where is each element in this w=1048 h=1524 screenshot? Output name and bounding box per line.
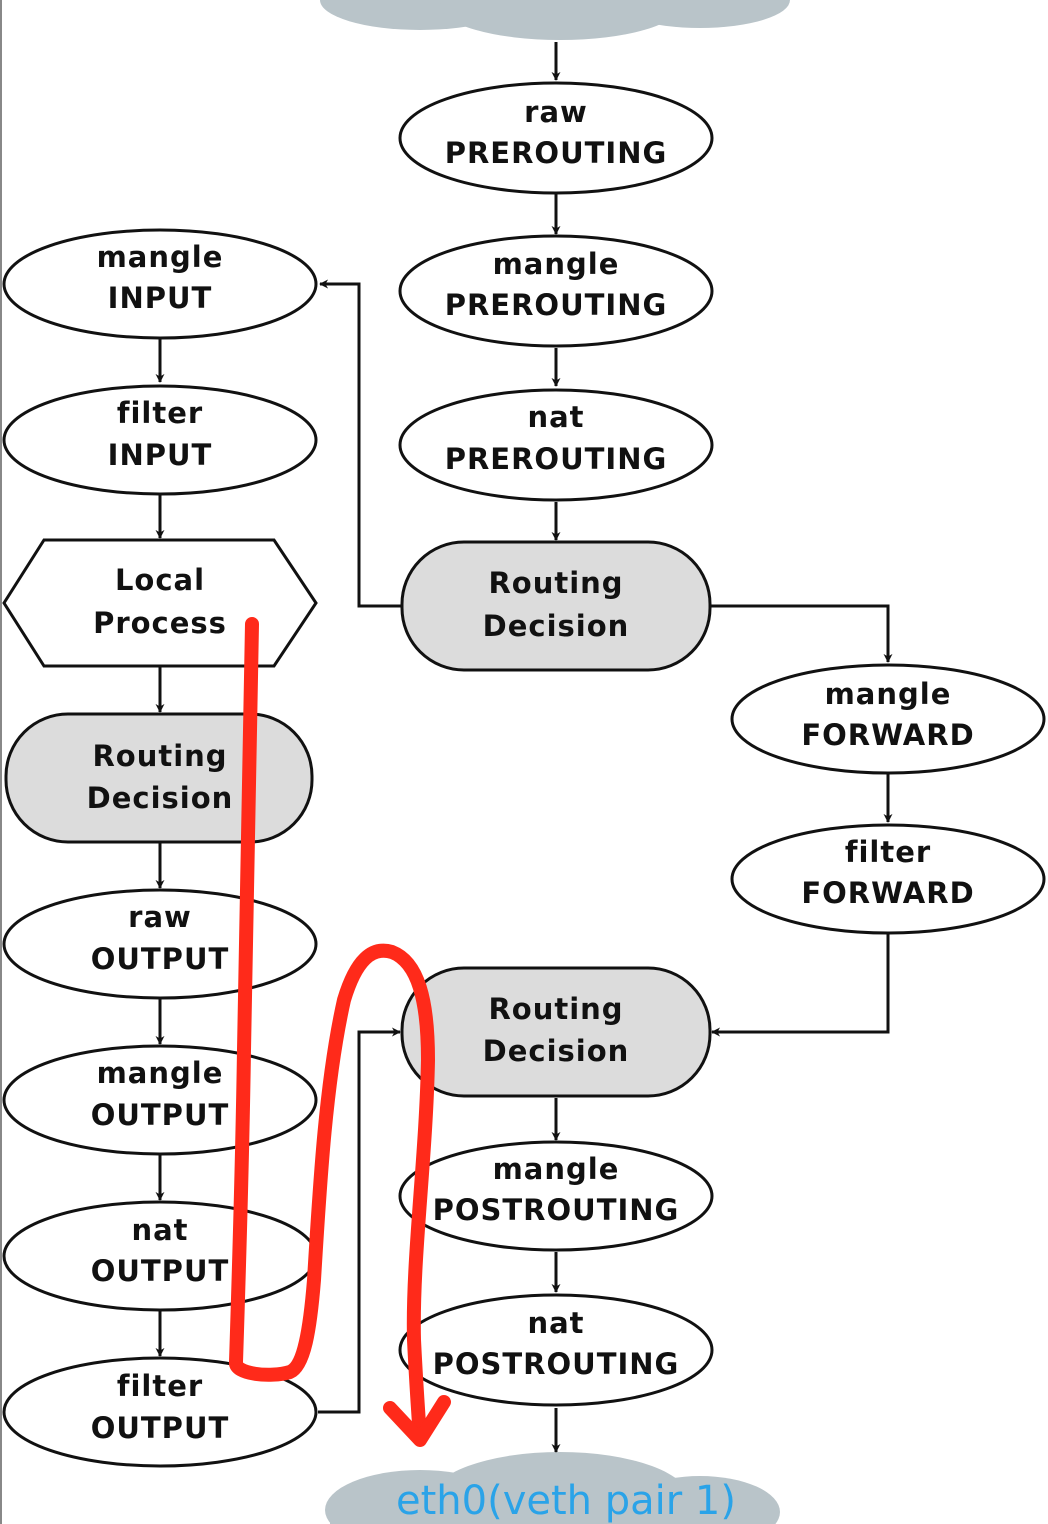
- node-label-line1: Routing: [488, 566, 623, 600]
- node-label-line2: Decision: [483, 609, 630, 643]
- node-label-line1: mangle: [97, 240, 224, 274]
- red-annotation-path: [229, 617, 451, 1447]
- edge-routing-mangle-input: [319, 279, 402, 608]
- bottom-cloud: [325, 1452, 780, 1524]
- node-label-line2: INPUT: [108, 438, 213, 472]
- node-filter-input: filter INPUT: [2, 384, 318, 496]
- node-label-line1: mangle: [825, 677, 952, 711]
- node-label-line2: FORWARD: [801, 876, 974, 910]
- node-mangle-forward: mangle FORWARD: [730, 663, 1046, 775]
- node-label-line2: POSTROUTING: [433, 1193, 680, 1227]
- node-label-line2: PREROUTING: [445, 136, 668, 170]
- node-label-line1: raw: [128, 900, 192, 934]
- node-label-line2: Process: [93, 606, 227, 640]
- node-nat-output: nat OUTPUT: [2, 1200, 318, 1312]
- node-raw-prerouting: raw PREROUTING: [398, 81, 714, 195]
- node-label-line2: Decision: [483, 1034, 630, 1068]
- node-filter-output: filter OUTPUT: [2, 1356, 318, 1468]
- node-routing-decision-1: Routing Decision: [400, 540, 712, 672]
- node-label-line1: filter: [117, 396, 203, 430]
- node-label-line2: OUTPUT: [91, 1411, 230, 1445]
- node-label-line2: PREROUTING: [445, 442, 668, 476]
- node-label-line2: INPUT: [108, 281, 213, 315]
- node-mangle-postrouting: mangle POSTROUTING: [398, 1140, 714, 1252]
- node-label-line2: Decision: [87, 781, 234, 815]
- node-mangle-prerouting: mangle PREROUTING: [398, 234, 714, 348]
- node-label-line2: POSTROUTING: [433, 1347, 680, 1381]
- node-mangle-input: mangle INPUT: [2, 228, 318, 340]
- node-routing-decision-3: Routing Decision: [400, 966, 712, 1098]
- node-label-line1: mangle: [493, 247, 620, 281]
- node-label-line1: nat: [131, 1213, 188, 1247]
- node-label-line2: OUTPUT: [91, 1098, 230, 1132]
- node-label-line2: FORWARD: [801, 718, 974, 752]
- top-cloud: [320, 0, 790, 40]
- edge-filter-output-routing: [318, 1027, 401, 1414]
- node-label-line1: nat: [527, 1306, 584, 1340]
- bottom-cloud-label: eth0(veth pair 1): [396, 1478, 736, 1524]
- node-mangle-output: mangle OUTPUT: [2, 1044, 318, 1156]
- node-label-line1: nat: [527, 400, 584, 434]
- node-local-process: Local Process: [2, 538, 318, 668]
- node-nat-prerouting: nat PREROUTING: [398, 388, 714, 502]
- node-label-line1: Routing: [92, 739, 227, 773]
- node-label-line2: OUTPUT: [91, 1254, 230, 1288]
- node-label-line1: Routing: [488, 992, 623, 1026]
- node-nat-postrouting: nat POSTROUTING: [398, 1293, 714, 1407]
- node-label-line1: raw: [524, 95, 588, 129]
- node-filter-forward: filter FORWARD: [730, 823, 1046, 935]
- node-raw-output: raw OUTPUT: [2, 888, 318, 1000]
- edge-routing-mangle-forward: [710, 604, 893, 663]
- node-label-line1: Local: [115, 563, 205, 597]
- edges: [155, 42, 893, 1453]
- node-label-line1: filter: [117, 1369, 203, 1403]
- node-label-line1: mangle: [97, 1056, 224, 1090]
- edge-filter-forward-routing: [711, 934, 890, 1037]
- node-routing-decision-2: Routing Decision: [4, 712, 314, 844]
- node-label-line1: mangle: [493, 1152, 620, 1186]
- node-label-line2: PREROUTING: [445, 288, 668, 322]
- node-label-line1: filter: [845, 835, 931, 869]
- node-label-line2: OUTPUT: [91, 942, 230, 976]
